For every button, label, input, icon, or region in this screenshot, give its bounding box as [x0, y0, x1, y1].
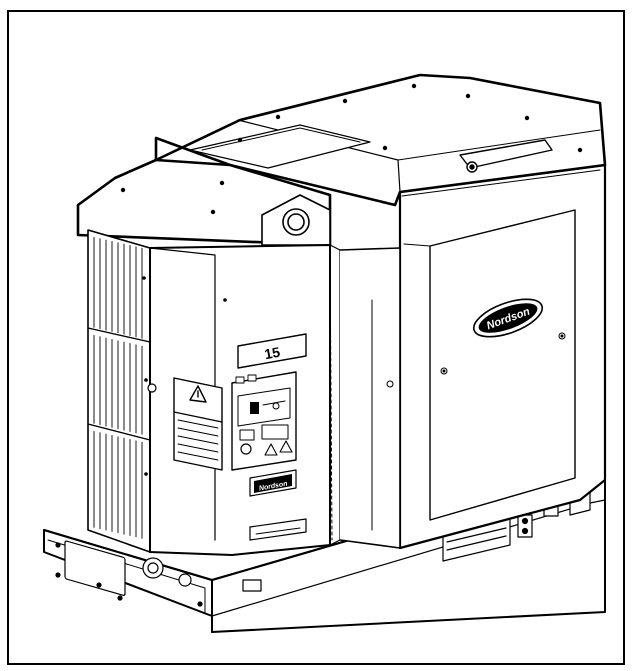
figure-frame — [7, 10, 625, 665]
front-vent-slot — [249, 518, 307, 541]
right-cabinet — [398, 163, 607, 550]
grille-slats — [93, 236, 143, 539]
latch-knob — [147, 383, 157, 393]
door-screws — [440, 332, 566, 375]
base-left-panel — [55, 540, 203, 607]
port-hole-small — [178, 573, 192, 587]
front-screws — [142, 276, 227, 476]
size-badge: 15 — [237, 333, 307, 369]
nordson-logo-small: Nordson — [249, 469, 297, 497]
hose-port — [261, 194, 331, 246]
size-label: 15 — [263, 344, 281, 362]
warning-triangle-icon — [189, 385, 207, 403]
small-logo-text: Nordson — [258, 481, 288, 493]
lift-handle — [459, 139, 553, 173]
nordson-logo-large: Nordson — [472, 298, 544, 338]
port-hole — [142, 557, 164, 579]
base-right-panel — [242, 487, 591, 592]
warning-label — [173, 377, 223, 471]
side-grille — [87, 229, 151, 553]
control-panel — [231, 371, 297, 471]
roof-screws — [237, 83, 583, 153]
